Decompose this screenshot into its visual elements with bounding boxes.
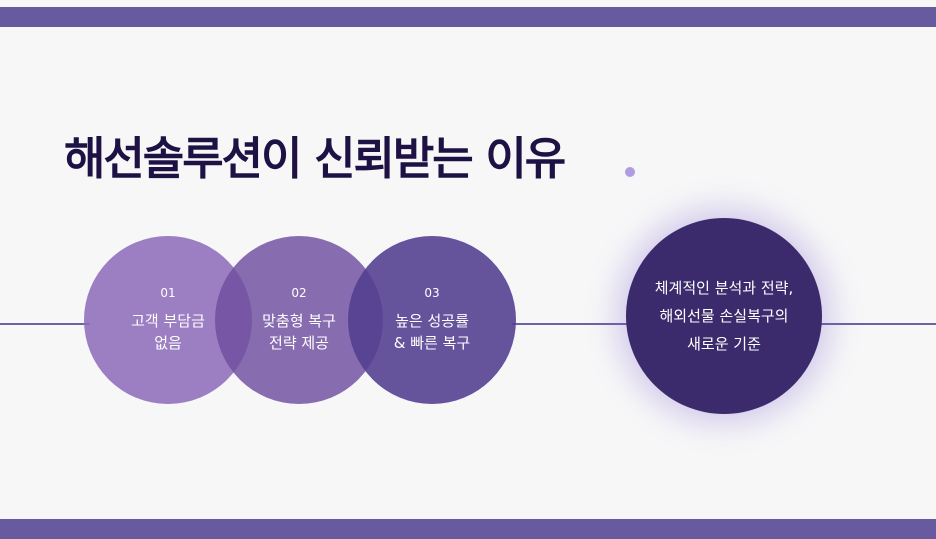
featured-text-line3: 새로운 기준 [687,335,761,353]
connector-line-left [0,323,90,325]
reason-number: 01 [160,286,176,300]
reason-text-line1: 맞춤형 복구 [262,312,336,330]
reason-text-line1: 고객 부담금 [131,312,205,330]
reason-text-line1: 높은 성공률 [395,312,469,330]
reason-circle-01: 01 고객 부담금 없음 [84,236,252,404]
reason-text-line2: 없음 [154,334,182,352]
featured-circle: 체계적인 분석과 전략, 해외선물 손실복구의 새로운 기준 [626,218,822,414]
reason-number: 03 [424,286,440,300]
reason-circle-03: 03 높은 성공률 & 빠른 복구 [348,236,516,404]
top-decorative-bar [0,7,936,27]
reason-text-line2: 전략 제공 [269,334,329,352]
featured-text-line1: 체계적인 분석과 전략, [654,279,794,297]
bottom-decorative-bar [0,519,936,539]
reason-number: 02 [291,286,307,300]
reason-circle-02: 02 맞춤형 복구 전략 제공 [215,236,383,404]
featured-text-line2: 해외선물 손실복구의 [659,307,789,325]
reason-text-line2: & 빠른 복구 [393,334,471,352]
accent-dot [625,167,635,177]
page-headline: 해선솔루션이 신뢰받는 이유 [64,132,566,185]
